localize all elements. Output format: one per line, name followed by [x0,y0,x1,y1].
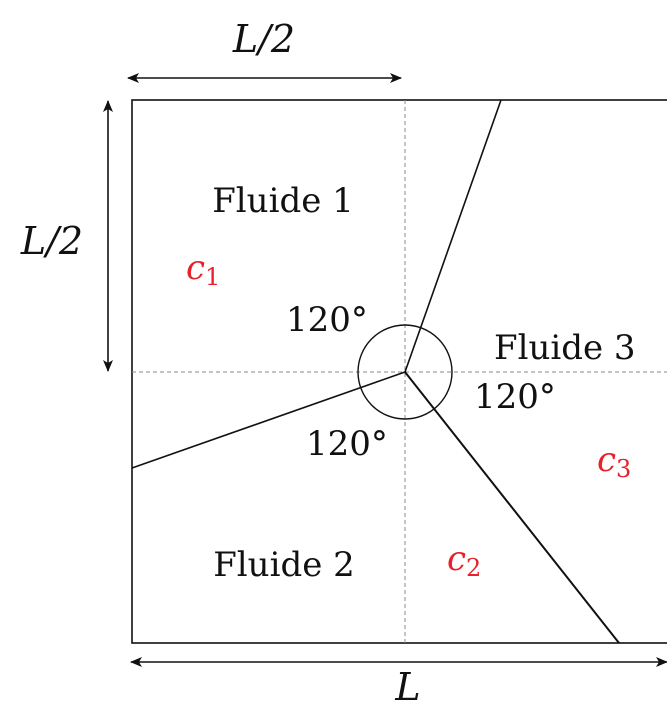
concentration-c3: c3 [597,440,631,483]
concentration-c1: c1 [186,248,220,291]
left-dimension-label: L/2 [20,219,83,263]
fluid-1-label: Fluide 1 [212,181,354,221]
fluid-2-label: Fluide 2 [213,545,355,585]
fluid-3-label: Fluide 3 [494,328,636,368]
angle-label-bottom: 120° [306,424,388,464]
angle-label-top: 120° [286,300,368,340]
interface-1-2 [131,371,406,469]
bottom-dimension-label: L [394,665,420,704]
interface-1-3 [404,99,502,373]
angle-label-right: 120° [474,377,556,417]
junction-circle [357,324,453,420]
interface-2-3 [404,371,620,644]
top-dimension-label: L/2 [232,17,295,61]
concentration-c2: c2 [447,539,481,582]
